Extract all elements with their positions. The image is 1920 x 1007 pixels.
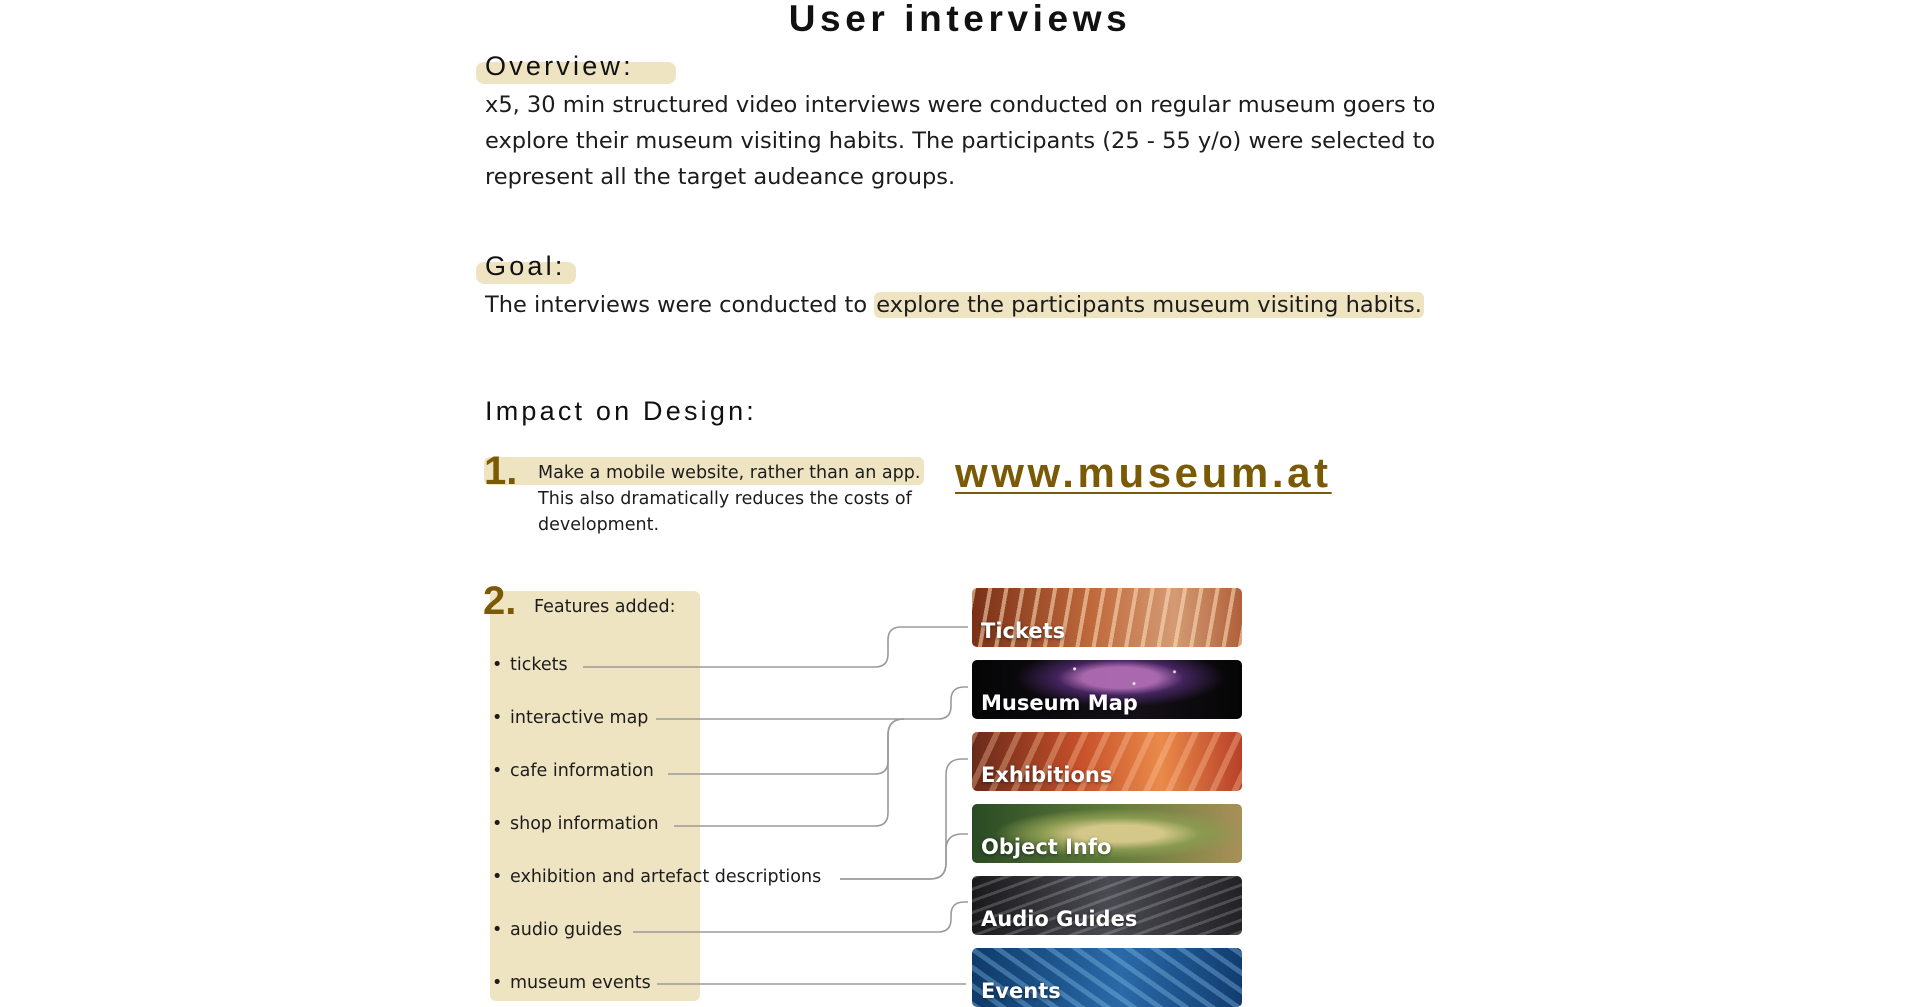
card-label: Audio Guides <box>981 907 1138 931</box>
goal-heading: Goal: <box>485 251 566 281</box>
feature-item-exhibition-descriptions: • exhibition and artefact descriptions <box>492 865 821 889</box>
card-audio-guides[interactable]: Audio Guides <box>972 876 1242 935</box>
feature-item-interactive-map: • interactive map <box>492 706 648 730</box>
page-title: User interviews <box>788 0 1132 39</box>
overview-text: x5, 30 min structured video interviews w… <box>485 87 1435 195</box>
card-label: Museum Map <box>981 691 1138 715</box>
point1-line: This also dramatically reduces the costs… <box>538 489 912 509</box>
feature-label: shop information <box>510 814 659 834</box>
overview-line: represent all the target audeance groups… <box>485 164 956 190</box>
card-tickets[interactable]: Tickets <box>972 588 1242 647</box>
point1-text: Make a mobile website, rather than an ap… <box>538 460 920 538</box>
feature-label: exhibition and artefact descriptions <box>510 867 822 887</box>
card-exhibitions[interactable]: Exhibitions <box>972 732 1242 791</box>
goal-text: The interviews were conducted to explore… <box>485 287 1424 323</box>
feature-item-cafe-information: • cafe information <box>492 759 654 783</box>
bullet: • <box>492 973 503 993</box>
connector-cafe-information <box>668 718 905 775</box>
feature-item-museum-events: • museum events <box>492 971 651 995</box>
connector-exhibition <box>840 758 968 880</box>
bullet: • <box>492 708 503 728</box>
overview-heading-highlight <box>476 62 676 84</box>
card-label: Tickets <box>981 619 1066 643</box>
card-museum-map[interactable]: Museum Map <box>972 660 1242 719</box>
feature-item-shop-information: • shop information <box>492 812 659 836</box>
connector-interactive-map <box>656 686 968 720</box>
point1-line: Make a mobile website, rather than an ap… <box>538 463 921 483</box>
connector-tickets <box>583 626 968 668</box>
website-url-link[interactable]: www.museum.at <box>955 449 1332 496</box>
feature-item-tickets: • tickets <box>492 653 568 677</box>
point1-line: development. <box>538 515 660 535</box>
overview-line: x5, 30 min structured video interviews w… <box>485 92 1436 118</box>
feature-label: museum events <box>510 973 651 993</box>
bullet: • <box>492 867 503 887</box>
goal-text-highlight: explore the participants museum visiting… <box>874 292 1424 318</box>
card-object-info[interactable]: Object Info <box>972 804 1242 863</box>
point1-number: 1. <box>484 449 518 493</box>
impact-heading: Impact on Design: <box>485 396 758 426</box>
overview-heading: Overview: <box>485 51 634 81</box>
feature-label: cafe information <box>510 761 654 781</box>
connector-audio-guides <box>633 901 968 933</box>
feature-label: interactive map <box>510 708 649 728</box>
point2-number: 2. <box>483 579 517 623</box>
connector-shop-information <box>674 718 905 827</box>
point1-highlight <box>484 457 924 485</box>
bullet: • <box>492 814 503 834</box>
connector-object-info <box>840 833 968 880</box>
overview-line: explore their museum visiting habits. Th… <box>485 128 1436 154</box>
card-label: Exhibitions <box>981 763 1113 787</box>
features-label: Features added: <box>534 597 676 617</box>
feature-label: tickets <box>510 655 568 675</box>
goal-heading-highlight <box>476 262 576 284</box>
bullet: • <box>492 920 503 940</box>
card-label: Object Info <box>981 835 1112 859</box>
feature-label: audio guides <box>510 920 623 940</box>
goal-text-plain: The interviews were conducted to <box>485 292 875 318</box>
bullet: • <box>492 655 503 675</box>
feature-item-audio-guides: • audio guides <box>492 918 622 942</box>
bullet: • <box>492 761 503 781</box>
